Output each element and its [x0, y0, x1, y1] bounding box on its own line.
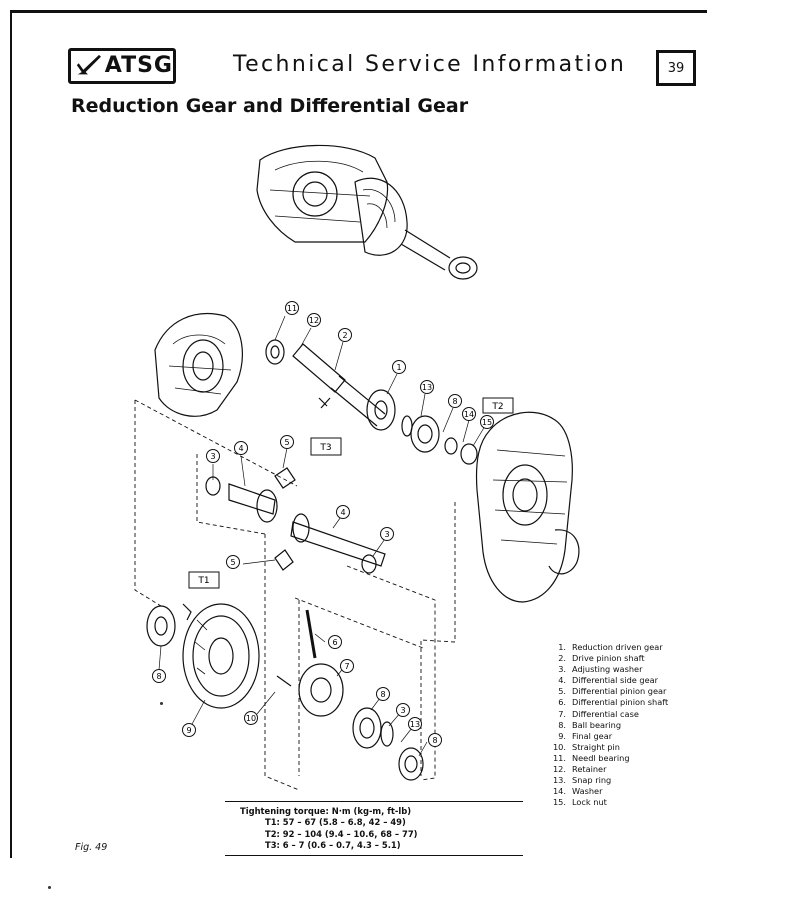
- legend-item: 3.Adjusting washer: [558, 664, 643, 675]
- callout-13: 13: [420, 380, 434, 394]
- callout-15: 15: [480, 415, 494, 429]
- callout-9: 9: [182, 723, 196, 737]
- svg-text:4: 4: [238, 444, 243, 453]
- svg-text:2: 2: [342, 331, 347, 340]
- svg-text:10: 10: [246, 714, 256, 723]
- legend-item: 12.Retainer: [552, 764, 607, 775]
- legend-item: 7.Differential case: [558, 708, 639, 719]
- final-gear-assembly: [146, 603, 424, 781]
- legend-item: 1.Reduction driven gear: [558, 642, 663, 652]
- differential-gears: [205, 467, 386, 574]
- callout-8b: 8: [376, 687, 390, 701]
- svg-text:T1: T1: [197, 576, 209, 586]
- atsg-logo: ATSG: [68, 48, 176, 84]
- legend-item: 8.Ball bearing: [558, 719, 622, 730]
- svg-text:3: 3: [210, 452, 215, 461]
- svg-text:T3: T3: [319, 443, 331, 453]
- transmission-housing-top: [256, 144, 478, 280]
- scan-speck: [48, 886, 51, 889]
- svg-text:8: 8: [432, 736, 437, 745]
- svg-text:14: 14: [464, 410, 474, 419]
- svg-text:T2: T2: [491, 402, 503, 412]
- callout-4: 4: [234, 441, 248, 455]
- scan-speck: [160, 702, 163, 705]
- legend-item: 2.Drive pinion shaft: [558, 653, 645, 664]
- svg-text:11: 11: [287, 304, 297, 313]
- svg-text:8: 8: [380, 690, 385, 699]
- callout-3: 3: [206, 449, 220, 463]
- svg-text:4: 4: [340, 508, 345, 517]
- callout-7: 7: [340, 659, 354, 673]
- legend-item: 15.Lock nut: [552, 797, 607, 808]
- callout-2: 2: [338, 328, 352, 342]
- callout-4b: 4: [336, 505, 350, 519]
- callout-14: 14: [462, 407, 476, 421]
- svg-text:3: 3: [384, 530, 389, 539]
- callout-1: 1: [392, 360, 406, 374]
- header-title: Technical Service Information: [233, 52, 627, 77]
- callout-5: 5: [280, 435, 294, 449]
- page-number: 39: [656, 50, 696, 86]
- svg-text:6: 6: [332, 638, 337, 647]
- legend-item: 4.Differential side gear: [558, 675, 659, 686]
- svg-text:1: 1: [396, 363, 401, 372]
- svg-text:8: 8: [452, 397, 457, 406]
- svg-text:3: 3: [400, 706, 405, 715]
- callout-8d: 8: [152, 669, 166, 683]
- callout-5b: 5: [226, 555, 240, 569]
- legend-item: 6.Differential pinion shaft: [558, 697, 669, 708]
- torque-box-t1: T1: [188, 571, 220, 589]
- svg-text:9: 9: [186, 726, 191, 735]
- svg-text:13: 13: [410, 720, 420, 729]
- svg-text:5: 5: [230, 558, 235, 567]
- torque-row-t3: T3: 6 – 7 (0.6 – 0.7, 4.3 – 5.1): [265, 840, 401, 851]
- callout-6: 6: [328, 635, 342, 649]
- exploded-gear-diagram: T2 T3 T1 11 12 2 1 13 8 14 15 4 5 3 4 3 …: [134, 144, 580, 791]
- logo-text: ATSG: [104, 53, 173, 78]
- section-title: Reduction Gear and Differential Gear: [71, 95, 469, 117]
- drive-pinion-shaft-assembly: [265, 339, 478, 465]
- torque-row-t1: T1: 57 – 67 (5.8 – 6.8, 42 – 49): [265, 817, 406, 828]
- legend-item: 13.Snap ring: [552, 775, 612, 786]
- svg-text:8: 8: [156, 672, 161, 681]
- svg-text:12: 12: [309, 316, 319, 325]
- svg-text:5: 5: [284, 438, 289, 447]
- torque-box-t2: T2: [482, 397, 514, 414]
- legend-item: 9.Final gear: [558, 730, 613, 741]
- torque-box-t3: T3: [310, 437, 342, 456]
- tightening-torque-table: Tightening torque: N·m (kg-m, ft-lb) T1:…: [225, 801, 523, 856]
- svg-text:7: 7: [344, 662, 349, 671]
- callout-13b: 13: [408, 717, 422, 731]
- callout-3b: 3: [380, 527, 394, 541]
- callout-10: 10: [244, 711, 258, 725]
- right-case-half: [475, 411, 580, 603]
- parts-legend: 1.Reduction driven gear 2.Drive pinion s…: [538, 642, 678, 808]
- assembly-guide-lines: [134, 399, 456, 791]
- callout-12: 12: [307, 313, 321, 327]
- left-border-rule: [10, 10, 12, 858]
- svg-text:13: 13: [422, 383, 432, 392]
- figure-label: Fig. 49: [75, 842, 108, 853]
- legend-item: 11.Needl bearing: [552, 752, 630, 763]
- left-case-half: [154, 312, 243, 417]
- callout-leader-lines: [158, 315, 486, 757]
- legend-item: 10.Straight pin: [552, 741, 620, 752]
- callout-3c: 3: [396, 703, 410, 717]
- callout-8: 8: [448, 394, 462, 408]
- callout-11: 11: [285, 301, 299, 315]
- torque-row-t2: T2: 92 – 104 (9.4 – 10.6, 68 – 77): [265, 828, 418, 839]
- legend-item: 14.Washer: [552, 786, 603, 797]
- torque-title: Tightening torque: N·m (kg-m, ft-lb): [240, 806, 412, 816]
- top-border-rule: [10, 10, 707, 13]
- callout-8c: 8: [428, 733, 442, 747]
- legend-item: 5.Differential pinion gear: [558, 686, 667, 697]
- svg-text:15: 15: [482, 418, 492, 427]
- checkmark-logo-icon: [76, 54, 101, 75]
